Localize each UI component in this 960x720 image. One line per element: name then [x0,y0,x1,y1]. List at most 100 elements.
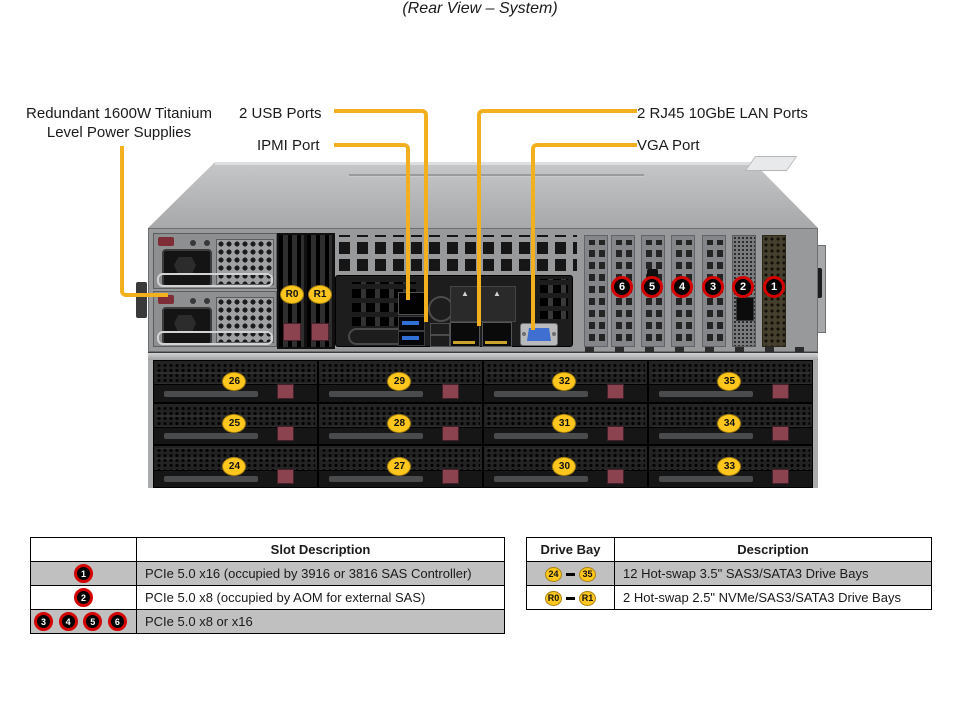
usb-port-1 [398,316,425,331]
chassis-top-seam [349,174,644,177]
tray-latch [442,383,460,399]
psu-led [190,298,196,304]
vga-callout-label: VGA Port [637,137,700,154]
tray-latch [277,469,295,484]
tray-handle [163,390,259,397]
bay-badge-r0: R0 [545,590,562,606]
bay-badge: 26 [222,371,247,391]
square-knockout [430,335,450,347]
slot-badge-5: 5 [641,276,663,298]
psu-callout-line2: Level Power Supplies [46,124,192,141]
slot-badge-cell: 1 [30,561,137,586]
tray-handle-area [484,383,647,402]
tray-handle [493,433,589,440]
drive-tray-24: 24 [154,446,317,487]
psu-screw [204,298,210,304]
slot-badge-6: 6 [611,276,633,298]
bay-desc-cell: 2 Hot-swap 2.5" NVMe/SAS3/SATA3 Drive Ba… [614,585,932,610]
drive-tray-29: 29 [319,361,482,402]
pcie-vent-column [584,235,608,347]
table-header-row: Drive Bay Description [526,537,932,562]
power-supply-area [153,233,277,347]
bay-badge: 27 [387,456,412,476]
slot-desc-cell: PCIe 5.0 x8 (occupied by AOM for externa… [136,585,505,610]
tray-handle [163,476,259,482]
ipmi-callout-label: IPMI Port [257,137,320,154]
tray-handle [328,476,424,482]
usb-callout-label: 2 USB Ports [239,105,322,122]
slot-badge-4: 4 [58,612,78,631]
slot-description-table: Slot Description 1 PCIe 5.0 x16 (occupie… [30,537,505,634]
psu-vent-grille [216,239,274,285]
slot-desc-cell: PCIe 5.0 x16 (occupied by 3916 or 3816 S… [136,561,505,586]
bay-badge-r0: R0 [280,285,304,304]
drive-tray-31: 31 [484,403,647,445]
tray-latch [607,426,625,442]
tray-handle [493,476,589,482]
tray-handle-area [649,383,812,402]
bay-badge: 25 [222,414,247,434]
bay-badge: 30 [552,456,577,476]
slot-badge-2: 2 [732,276,754,298]
psu-callout-line1: Redundant 1600W Titanium [26,105,212,122]
lan-callout-line [477,109,637,326]
vga-screw [552,332,556,336]
range-dash [566,572,575,576]
vga-callout-line [531,143,637,330]
slot-desc-cell: PCIe 5.0 x8 or x16 [136,609,505,634]
table-row: 1 PCIe 5.0 x16 (occupied by 3916 or 3816… [30,561,505,586]
slot-table-corner-cell [30,537,137,562]
tray-handle [163,433,259,440]
warning-icon: ▲ [493,289,501,298]
tray-handle [493,390,589,397]
bay-badge: 32 [552,371,577,391]
lan-pins [453,341,475,344]
warning-icon: ▲ [461,289,469,298]
chassis-separator [148,352,818,360]
square-knockout [430,323,450,335]
psu-latch [158,295,174,304]
table-header-row: Slot Description [30,537,505,562]
bay-badge: 28 [387,414,412,434]
slot-badge-cell: 3 4 5 6 [30,609,137,634]
external-sas-connector [736,297,754,321]
bay-desc-cell: 12 Hot-swap 3.5" SAS3/SATA3 Drive Bays [614,561,932,586]
chassis-top-cover [148,162,818,228]
drive-tray-30: 30 [484,446,647,487]
tray-latch [277,383,295,399]
tray-handle [658,433,754,440]
lan-port-plate: ▲ ▲ [450,286,516,322]
tray-handle [328,390,424,397]
lan-port-1 [450,322,480,347]
drive-tray-28: 28 [319,403,482,445]
drive-tray-25: 25 [154,403,317,445]
lan-pins [485,341,507,344]
slot-badge-cell: 2 [30,585,137,610]
tray-latch [772,426,790,442]
tray-latch [607,383,625,399]
tray-latch [277,426,295,442]
lan-port-2 [482,322,512,347]
bay-badge: 24 [222,456,247,476]
psu-callout-line [120,146,168,297]
drive-bay-section: 26 29 32 35 25 28 31 34 24 27 30 33 [148,360,818,488]
psu-screw [204,240,210,246]
drive-tray-26: 26 [154,361,317,402]
chassis-right-ear-notch [814,268,822,298]
bay-badge-35: 35 [579,566,596,582]
bay-badge: 31 [552,414,577,434]
bay-badge: 35 [717,371,742,391]
tray-latch [772,469,790,484]
slot-badge-3: 3 [34,612,53,631]
tray-latch [607,469,625,484]
tray-latch [283,323,301,341]
bay-badge: 33 [717,456,742,476]
chassis-left-ear [136,282,147,318]
psu-vent-grille [216,297,274,343]
rear-drive-bays: R0 R1 [277,233,335,349]
power-supply-2 [153,291,277,347]
